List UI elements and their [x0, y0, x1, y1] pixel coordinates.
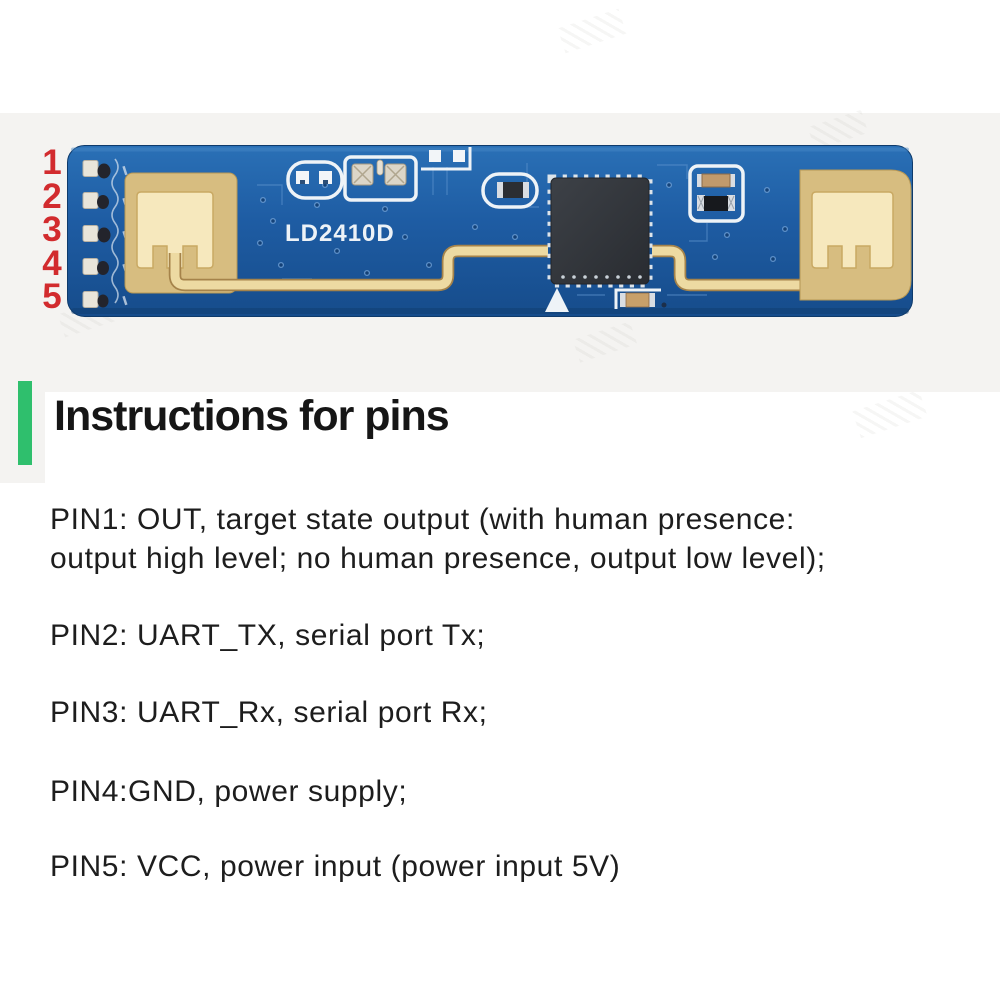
pin-pads-left: [82, 158, 128, 308]
pin5-description: PIN5: VCC, power input (power input 5V): [50, 847, 980, 886]
pin-number-4: 4: [42, 243, 62, 283]
pin1-description: PIN1: OUT, target state output (with hum…: [50, 500, 980, 578]
via-dots: [256, 181, 789, 277]
pin3-line1: PIN3: UART_Rx, serial port Rx;: [50, 696, 488, 729]
pin-number-3: 3: [42, 210, 62, 249]
pin-number-2: 2: [42, 176, 62, 216]
pin1-triangle-marker: [545, 288, 569, 312]
pin4-description: PIN4:GND, power supply;: [50, 772, 980, 811]
antenna-right: [799, 169, 912, 301]
pin-number-column: 1 2 3 4 5: [39, 143, 65, 316]
watermark: [852, 389, 928, 439]
section-title: Instructions for pins: [54, 392, 450, 440]
pin2-description: PIN2: UART_TX, serial port Tx;: [50, 616, 980, 655]
capacitor-component: [614, 288, 667, 309]
pin3-description: PIN3: UART_Rx, serial port Rx;: [50, 693, 980, 732]
antenna-left: [124, 172, 238, 294]
connector-footprint-b: [343, 155, 418, 202]
section-accent-bar: [18, 381, 32, 465]
watermark: [557, 8, 627, 54]
pin1-line2: output high level; no human presence, ou…: [50, 542, 826, 575]
pin5-line1: PIN5: VCC, power input (power input 5V): [50, 850, 621, 883]
component-footprint-e: [688, 164, 745, 223]
pin-number-5: 5: [42, 277, 62, 316]
connector-footprint-c: [421, 147, 472, 171]
feed-trace-left: [168, 244, 548, 292]
radar-chip: [547, 174, 653, 288]
pin2-line1: PIN2: UART_TX, serial port Tx;: [50, 619, 486, 652]
module-model-label: LD2410D: [285, 220, 395, 247]
component-footprint-d: [481, 172, 539, 209]
pin1-line1: PIN1: OUT, target state output (with hum…: [50, 503, 795, 536]
pin4-line1: PIN4:GND, power supply;: [50, 775, 408, 808]
connector-footprint-a: [286, 160, 344, 200]
pcb-module-image: LD2410D: [67, 145, 913, 317]
pcb-board: [67, 145, 913, 317]
pin-number-1: 1: [42, 143, 62, 182]
